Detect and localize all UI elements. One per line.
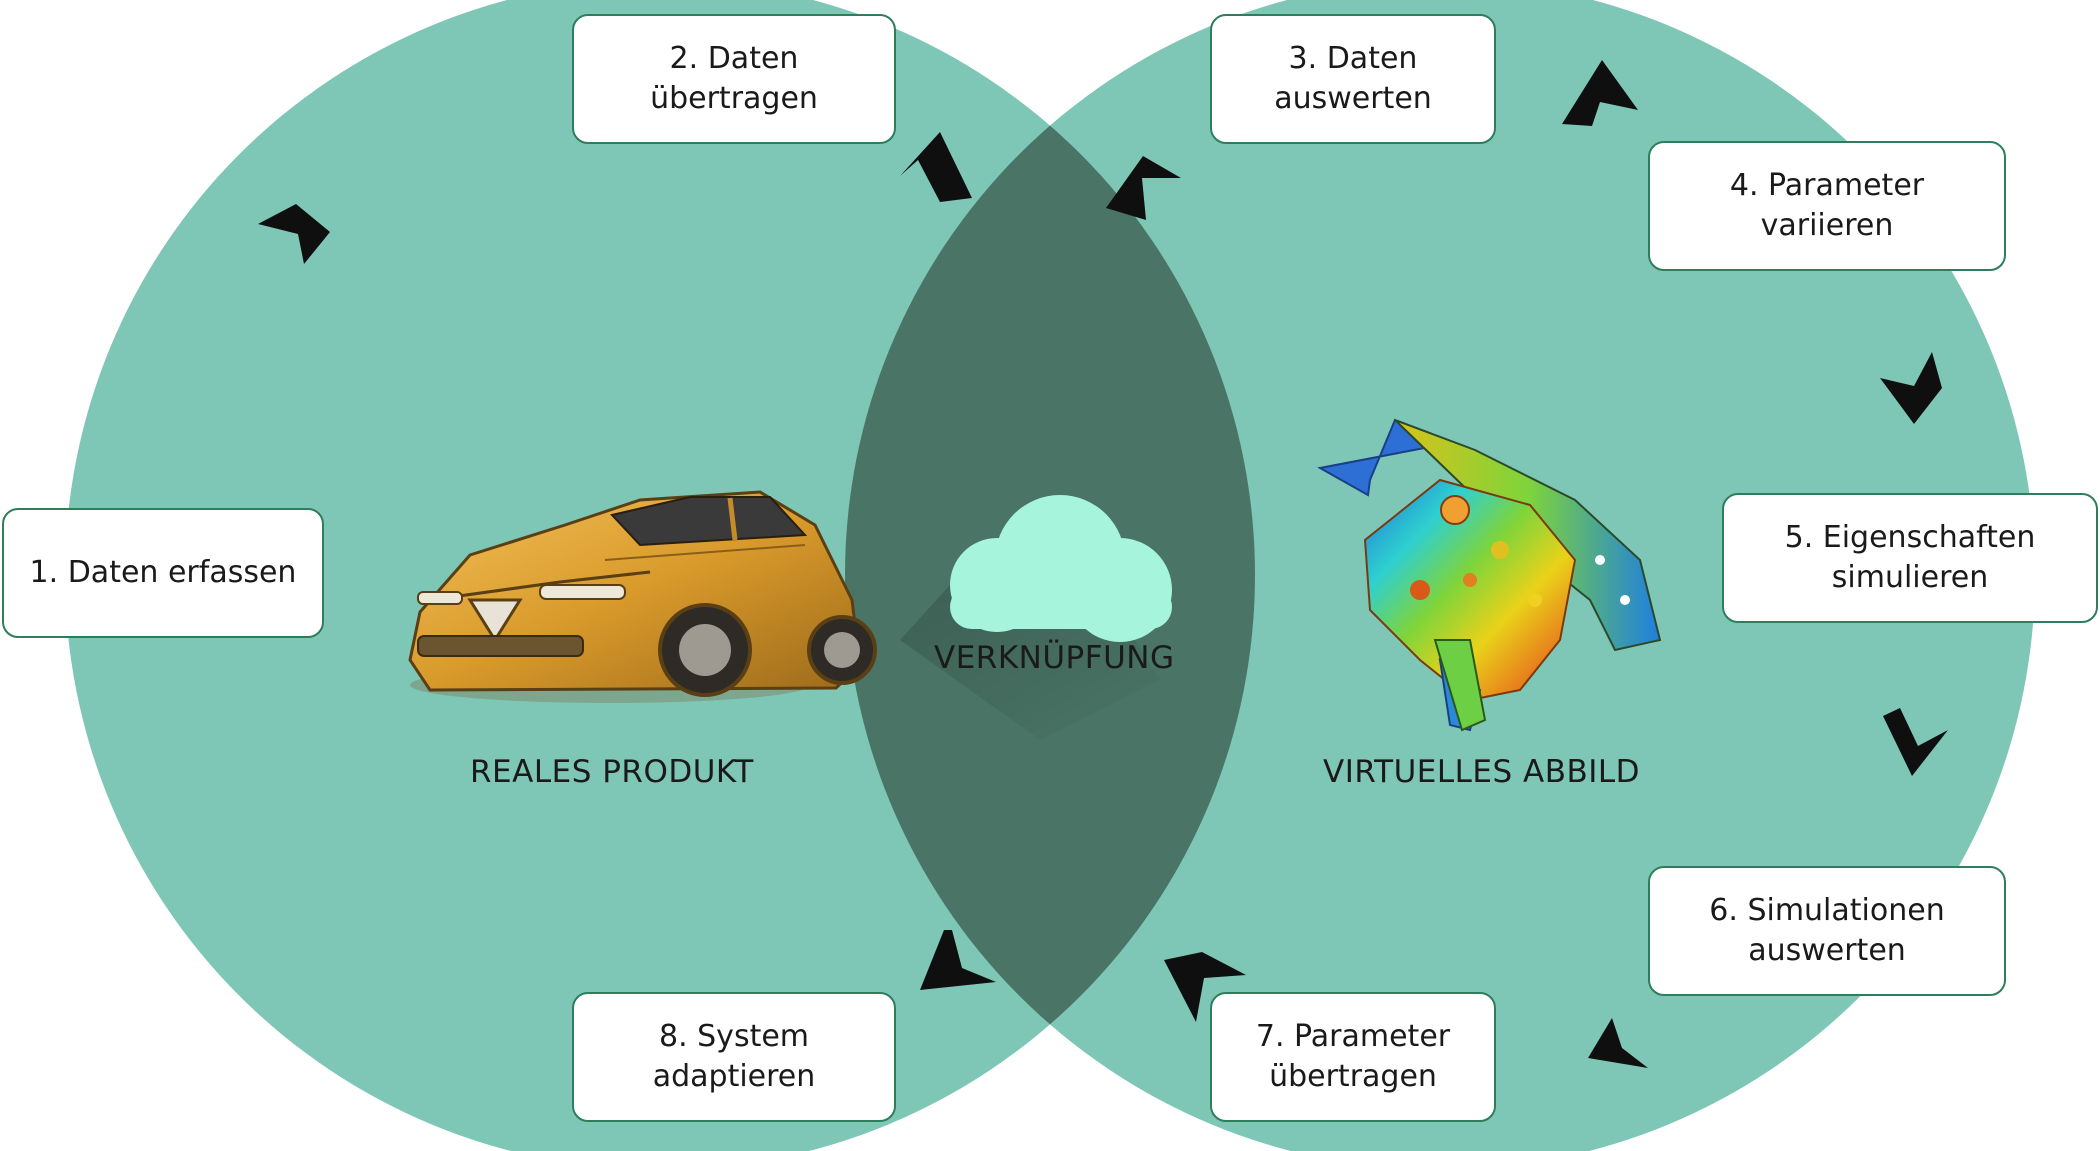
arrow-icon-5 [1880, 352, 1942, 424]
step-box-3: 3. Daten auswerten [1210, 14, 1496, 144]
left-circle-label: REALES PRODUKT [470, 754, 754, 790]
step-box-1: 1. Daten erfassen [2, 508, 324, 638]
simulation-part-heatmap [1317, 418, 1662, 732]
arrow-icon-2 [900, 132, 972, 202]
step-box-4: 4. Parameter variieren [1648, 141, 2006, 271]
step-box-2: 2. Daten übertragen [572, 14, 896, 144]
right-circle-label: VIRTUELLES ABBILD [1323, 754, 1641, 790]
center-label: VERKNÜPFUNG [934, 640, 1175, 676]
car-illustration [408, 490, 877, 703]
arrow-icon-9 [920, 930, 996, 990]
step-box-5: 5. Eigenschaften simulieren [1722, 493, 2098, 623]
step-box-6: 6. Simulationen auswerten [1648, 866, 2006, 996]
arrow-icon-1 [258, 204, 330, 264]
arrow-icon-3 [1106, 156, 1181, 220]
overlap-region [845, 0, 1255, 1151]
arrow-icon-8 [1164, 952, 1246, 1022]
arrow-icon-4 [1562, 60, 1638, 126]
cloud-icon [950, 495, 1172, 642]
arrow-icon-7 [1588, 1018, 1648, 1068]
arrow-icon-6 [1883, 708, 1948, 776]
step-box-7: 7. Parameter übertragen [1210, 992, 1496, 1122]
step-box-8: 8. System adaptieren [572, 992, 896, 1122]
